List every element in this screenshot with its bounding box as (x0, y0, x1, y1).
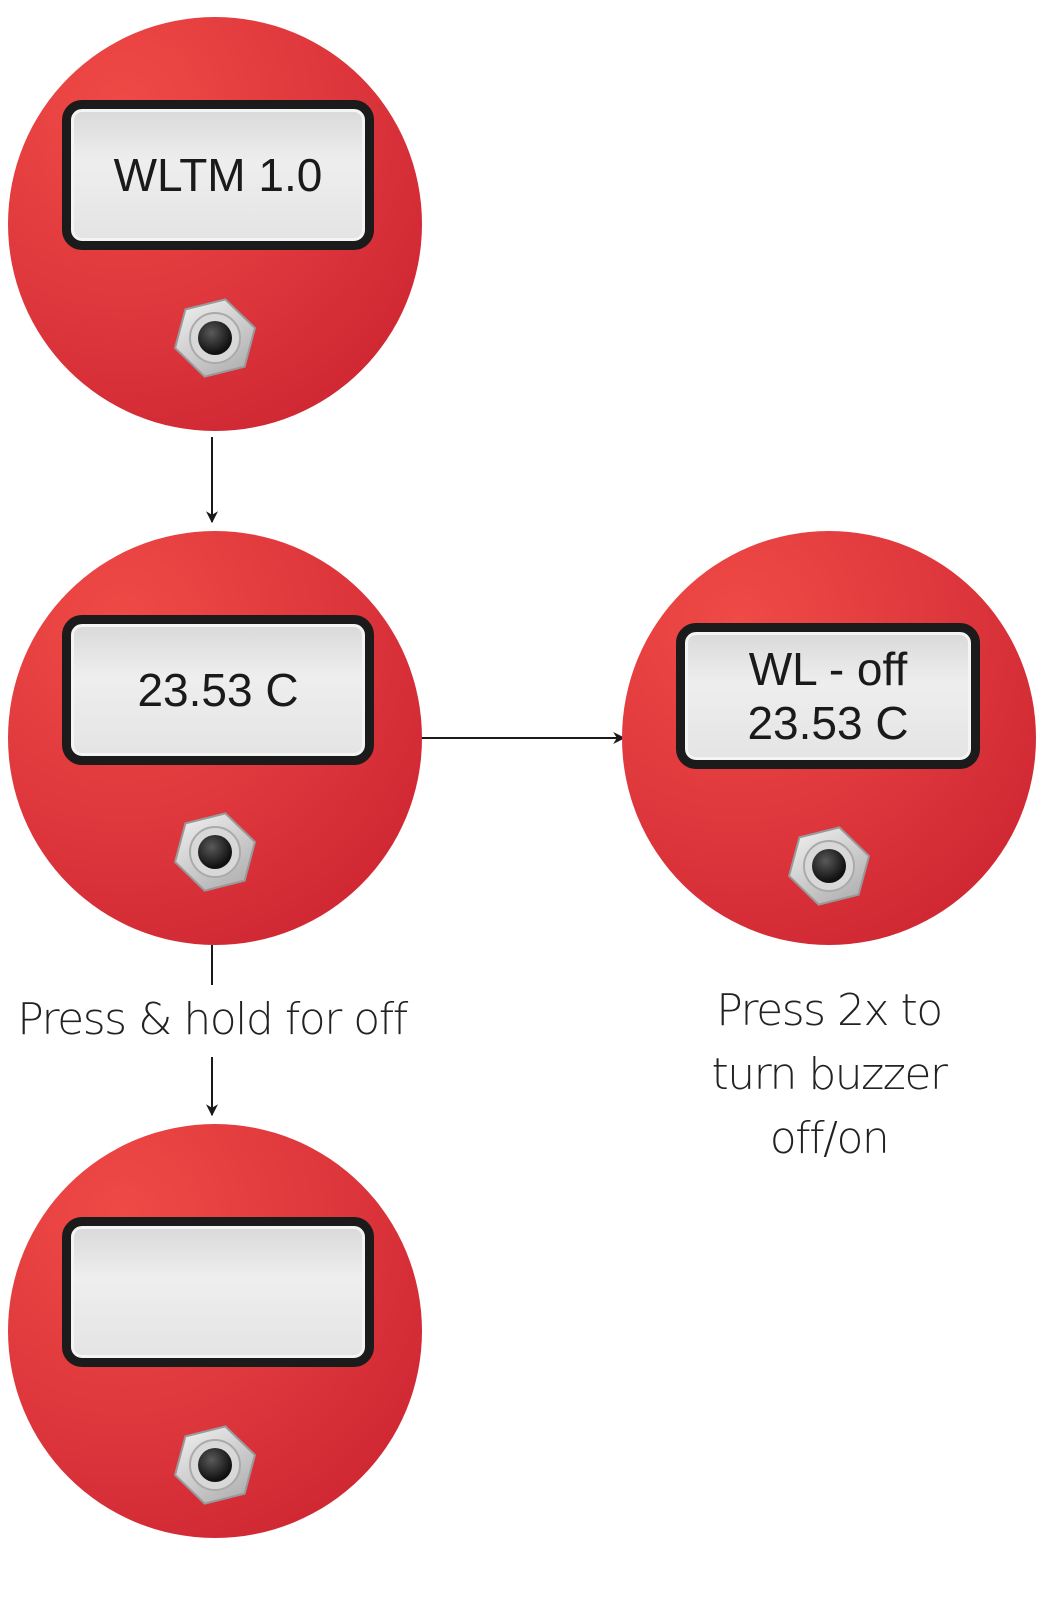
screen-text: WLTM 1.0 (113, 149, 323, 201)
buzzer-instruction-line-2: turn buzzer (711, 1049, 949, 1100)
lcd-screen: 23.53 C (62, 615, 374, 765)
hex-push-button-icon[interactable] (172, 809, 258, 895)
device-powered-off (8, 1124, 422, 1538)
device-temperature: 23.53 C (8, 531, 422, 945)
lcd-screen-blank (62, 1217, 374, 1367)
hold-off-label: Press & hold for off (17, 994, 408, 1045)
lcd-screen: WLTM 1.0 (62, 100, 374, 250)
hex-push-button-icon[interactable] (172, 295, 258, 381)
lcd-screen: WL - off 23.53 C (676, 623, 980, 769)
device-buzzer-off: WL - off 23.53 C (622, 531, 1036, 945)
buzzer-instruction-line-3: off/on (769, 1113, 890, 1164)
hex-push-button-icon[interactable] (786, 823, 872, 909)
buzzer-instruction-line-1: Press 2x to (716, 985, 943, 1036)
screen-text-line-2: 23.53 C (747, 697, 909, 749)
device-startup: WLTM 1.0 (8, 17, 422, 431)
screen-text-line-1: WL - off (748, 643, 908, 695)
hex-push-button-icon[interactable] (172, 1422, 258, 1508)
screen-text: 23.53 C (137, 664, 299, 716)
